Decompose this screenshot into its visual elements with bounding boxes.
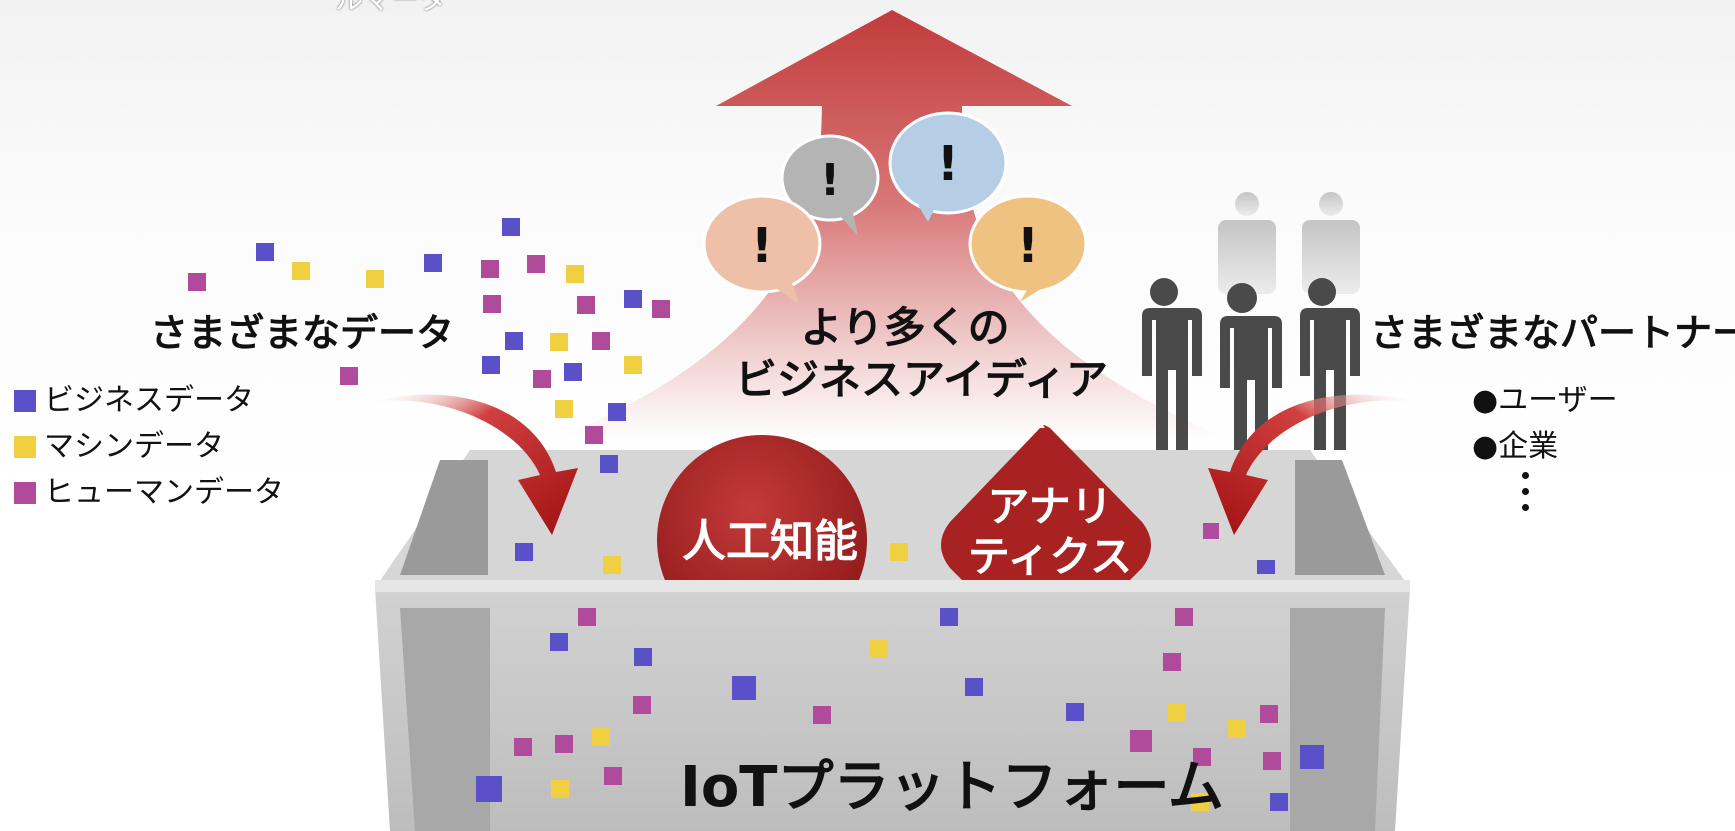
human-swatch <box>14 482 36 504</box>
center-title: より多くの ビジネスアイディア <box>735 302 1108 406</box>
up-arrow <box>555 10 1230 440</box>
legend-item-business: ビジネスデータ <box>14 378 284 424</box>
left-curved-arrow <box>368 394 578 535</box>
data-title: さまざまなデータ <box>150 311 455 355</box>
center-title-line2: ビジネスアイディア <box>735 355 1108 404</box>
bubble-gray <box>780 134 880 236</box>
vertical-ellipsis-icon <box>1522 472 1532 520</box>
bubble-text-peach: ! <box>751 218 773 274</box>
bubble-text-orange: ! <box>1017 218 1039 274</box>
partner-item-companies: ●企業 <box>1472 429 1559 464</box>
legend-item-machine: マシンデータ <box>14 424 284 470</box>
top-cut-text: ルマータ <box>335 0 475 14</box>
box-top <box>375 450 1410 588</box>
person-front-1 <box>1134 278 1202 450</box>
legend-label-human: ヒューマンデータ <box>44 475 284 510</box>
legend-label-business: ビジネスデータ <box>44 383 254 418</box>
bubble-text-blue: ! <box>937 136 959 192</box>
analytics-label: アナリ ティクス <box>940 482 1160 582</box>
analytics-label-line2: ティクス <box>967 532 1133 581</box>
platform-label: IoTプラットフォーム <box>680 755 1224 820</box>
box-front <box>375 588 1410 831</box>
right-curved-arrow <box>1208 394 1418 535</box>
business-swatch <box>14 390 36 412</box>
person-back-1 <box>1218 192 1276 294</box>
bubble-text-gray: ! <box>820 155 840 206</box>
legend-item-human: ヒューマンデータ <box>14 470 284 516</box>
partner-item-users: ●ユーザー <box>1472 383 1618 418</box>
ai-label: 人工知能 <box>682 516 858 567</box>
machine-swatch <box>14 436 36 458</box>
legend-label-machine: マシンデータ <box>44 429 224 464</box>
data-squares <box>188 218 1324 811</box>
center-title-line1: より多くの <box>800 303 1010 352</box>
partner-list: ●ユーザー ●企業 <box>1472 378 1618 470</box>
data-legend: ビジネスデータ マシンデータ ヒューマンデータ <box>14 378 284 516</box>
analytics-label-line1: アナリ <box>987 482 1113 531</box>
person-front-3 <box>1292 278 1360 450</box>
bubble-blue <box>888 111 1008 222</box>
bubble-orange <box>968 194 1088 302</box>
partner-title: さまざまなパートナー <box>1370 311 1735 355</box>
person-back-2 <box>1302 192 1360 294</box>
bubble-peach <box>702 194 822 305</box>
